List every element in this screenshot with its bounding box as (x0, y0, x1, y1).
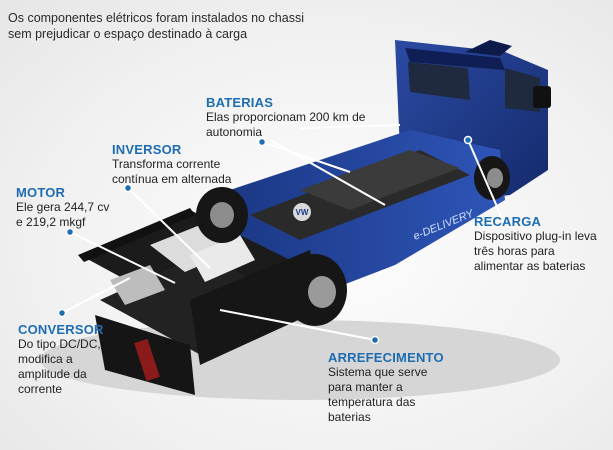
callout-motor: MOTOR Ele gera 244,7 cv e 219,2 mkgf (16, 185, 116, 230)
front-wheel (474, 156, 510, 200)
callout-lines (61, 124, 506, 341)
callout-title: RECARGA (474, 214, 542, 229)
windshield (505, 68, 540, 112)
callout-title: INVERSOR (112, 142, 182, 157)
callout-recarga: RECARGA Dispositivo plug-in leva três ho… (474, 214, 602, 274)
callout-desc: Transforma corrente contínua em alternad… (112, 157, 232, 186)
callout-desc: Dispositivo plug-in leva três horas para… (474, 229, 597, 273)
callout-desc: Sistema que serve para manter a temperat… (328, 365, 428, 424)
intro-text: Os componentes elétricos foram instalado… (8, 11, 304, 41)
rear-wheels (196, 187, 347, 326)
callout-inversor: INVERSOR Transforma corrente contínua em… (112, 142, 252, 187)
converter-unit (110, 265, 165, 305)
callout-title: CONVERSOR (18, 322, 104, 337)
callout-desc: Do tipo DC/DC, modifica a amplitude da c… (18, 337, 101, 396)
inverter-unit (190, 235, 255, 282)
callout-title: BATERIAS (206, 95, 274, 110)
callout-title: MOTOR (16, 185, 66, 200)
callout-title: ARREFECIMENTO (328, 350, 444, 365)
emblem-text: VW (296, 208, 309, 217)
callout-desc: Elas proporcionam 200 km de autonomia (206, 110, 366, 139)
callout-desc: Ele gera 244,7 cv e 219,2 mkgf (16, 200, 110, 229)
vw-emblem (293, 203, 311, 221)
cab-window (408, 62, 470, 100)
side-mirror (533, 86, 551, 108)
rear-light (134, 338, 160, 382)
callout-dots (57, 135, 473, 345)
callout-arrefecimento: ARREFECIMENTO Sistema que serve para man… (328, 350, 448, 425)
callout-baterias: BATERIAS Elas proporcionam 200 km de aut… (206, 95, 366, 140)
callout-conversor: CONVERSOR Do tipo DC/DC, modifica a ampl… (18, 322, 113, 397)
